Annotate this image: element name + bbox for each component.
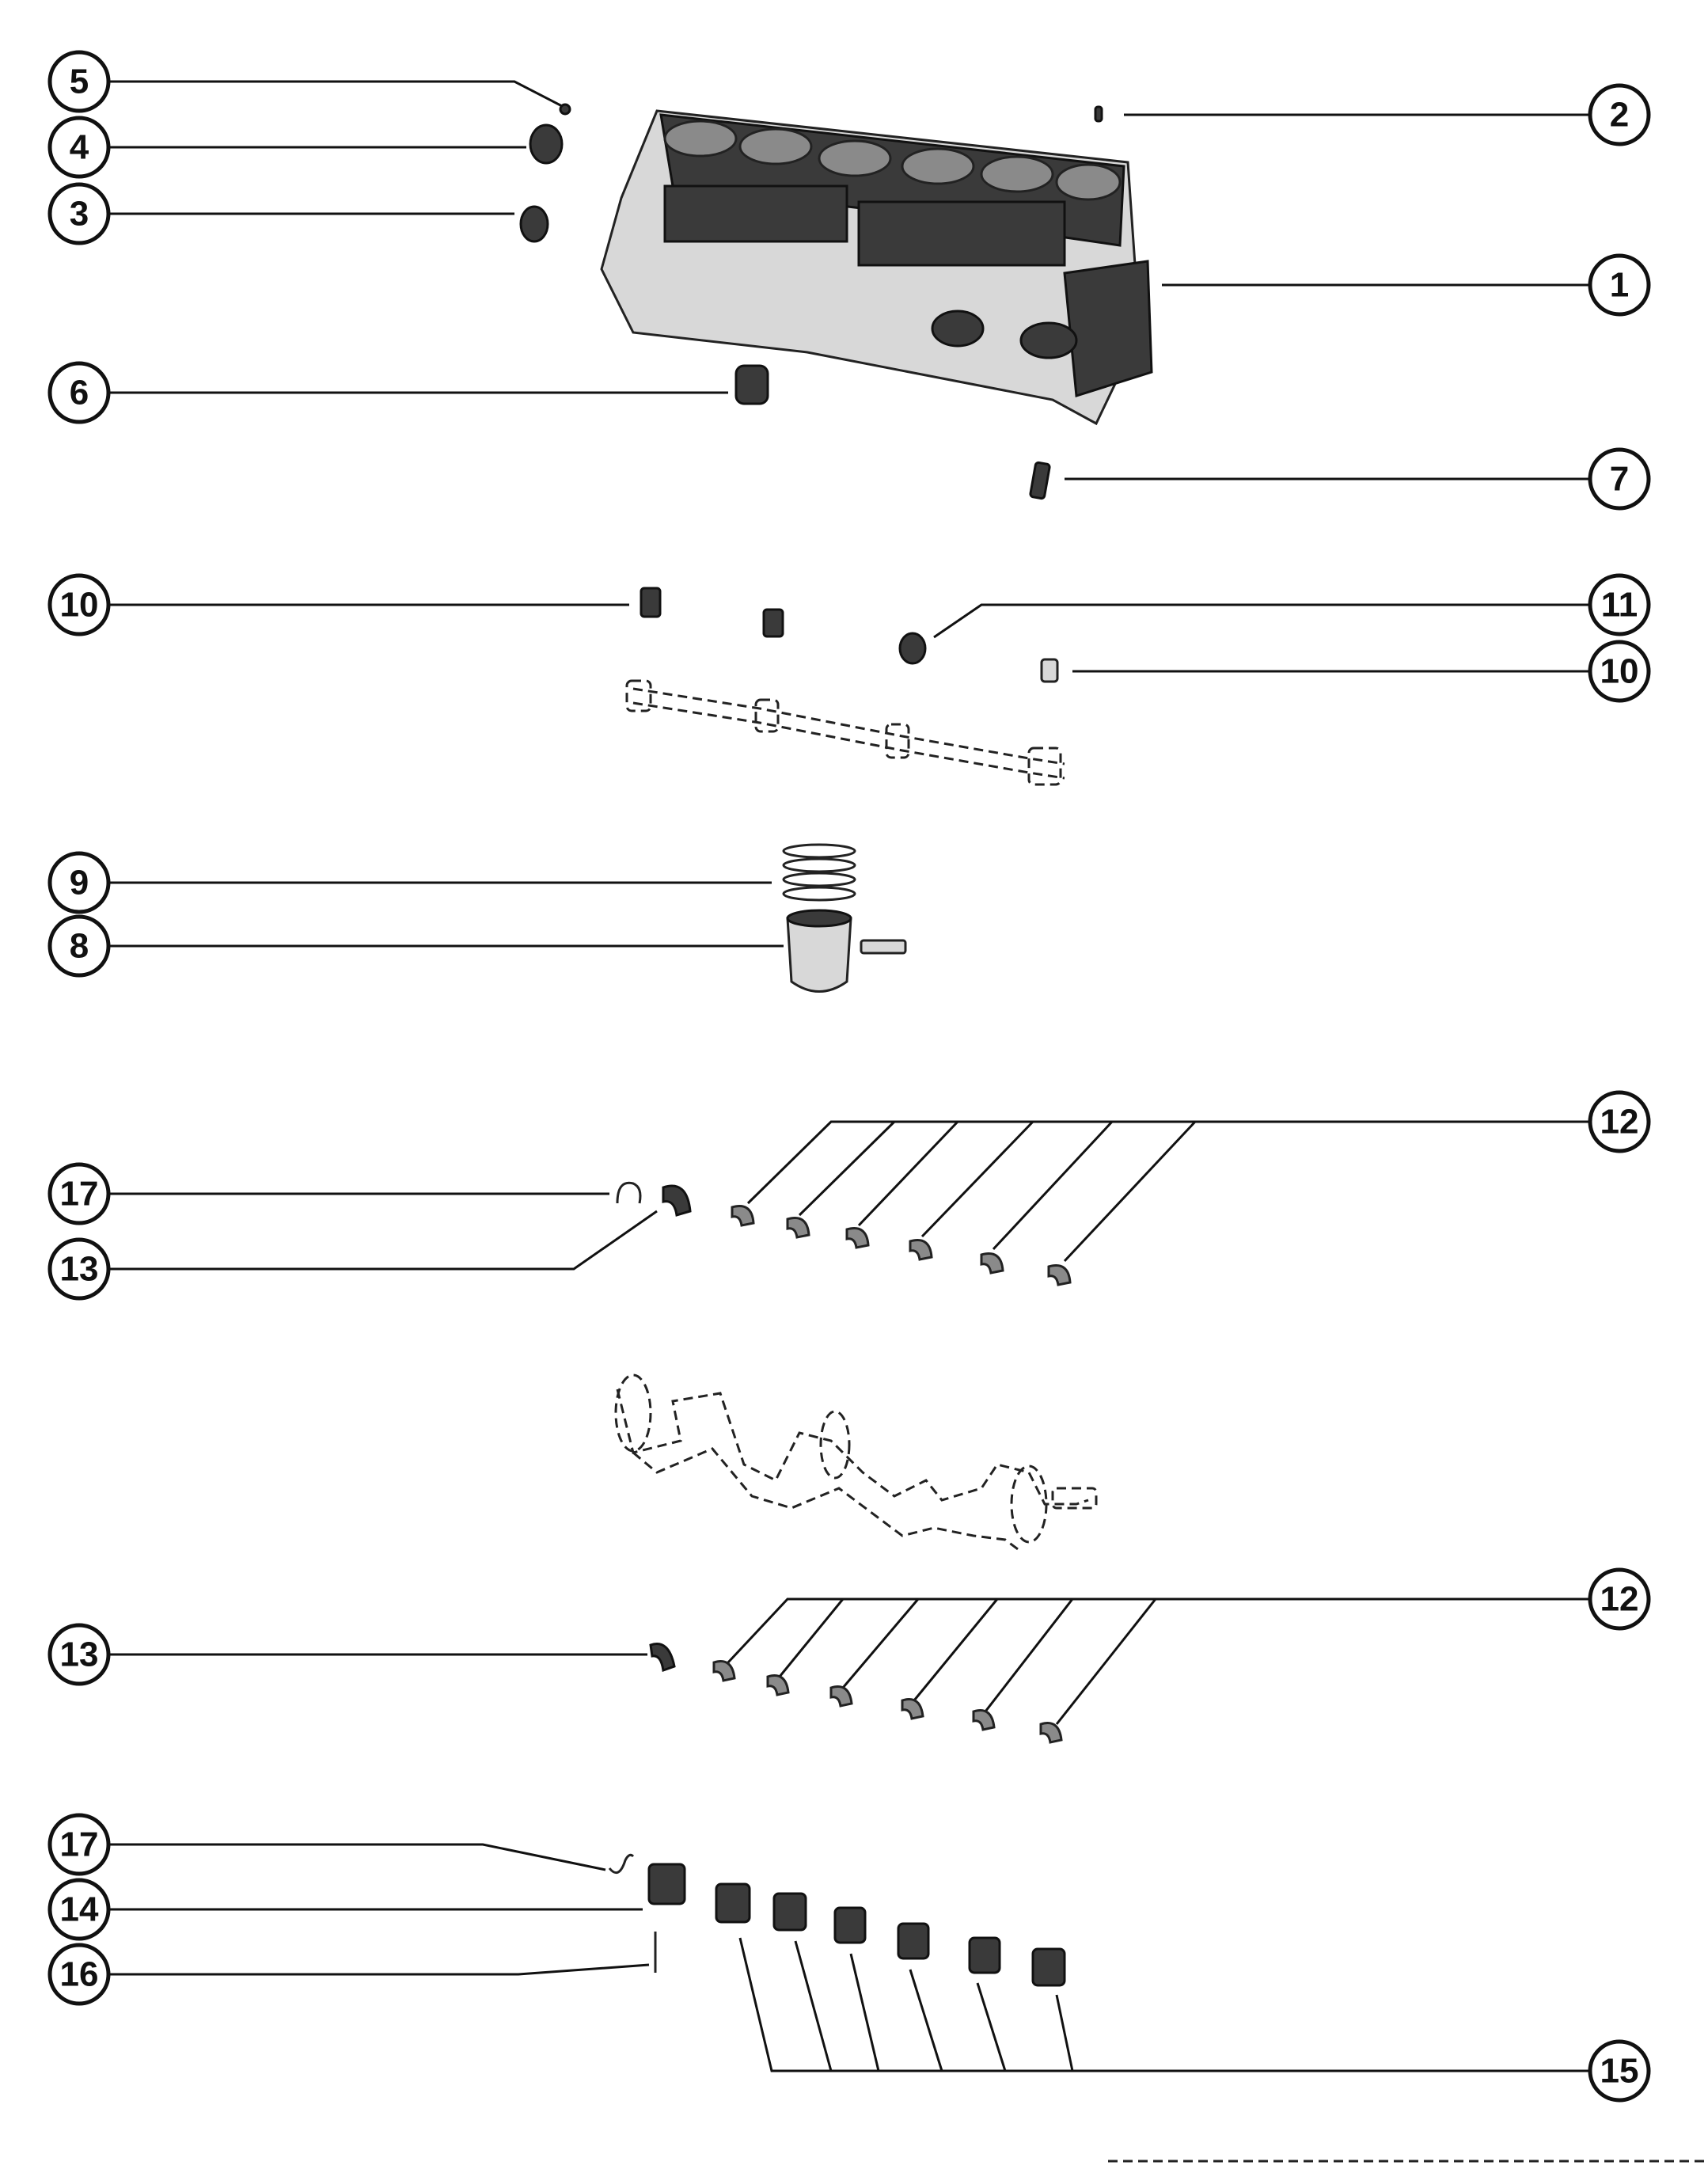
callout-9: 9	[47, 851, 111, 914]
callout-16: 16	[47, 1943, 111, 2006]
callout-14: 14	[47, 1878, 111, 1941]
callout-label-10-right: 10	[1600, 652, 1639, 691]
leader-15-2	[794, 1940, 833, 2072]
callout-10-left: 10	[47, 573, 111, 636]
leader-12a	[746, 1120, 1589, 1205]
piston-rings-illustration	[782, 843, 856, 902]
leader-15-4	[909, 1969, 943, 2072]
leader-12b-2	[778, 1598, 845, 1677]
callout-label-9: 9	[70, 864, 89, 902]
callout-7: 7	[1588, 447, 1651, 511]
callout-label-13-upper: 13	[60, 1250, 99, 1289]
dowel-pin-illustration	[1094, 105, 1103, 123]
callout-label-5: 5	[70, 63, 89, 101]
callout-label-17-upper: 17	[60, 1175, 99, 1214]
leader-12a-2	[798, 1120, 896, 1217]
camshaft-illustration	[625, 679, 1065, 786]
callout-17-upper: 17	[47, 1162, 111, 1225]
expansion-plug-illustration	[519, 205, 549, 243]
leader-15	[738, 1937, 1589, 2072]
clip-lower-illustration	[608, 1853, 635, 1875]
callout-12-lower: 12	[1588, 1567, 1651, 1631]
callout-15: 15	[1588, 2039, 1651, 2103]
piston-illustration	[786, 909, 907, 993]
fitting-illustration	[734, 364, 769, 405]
callout-3: 3	[47, 182, 111, 245]
callout-label-12-upper: 12	[1600, 1103, 1639, 1142]
callout-label-13-lower: 13	[60, 1635, 99, 1674]
leader-17b	[109, 1843, 606, 1871]
leader-12a-5	[992, 1120, 1114, 1251]
upper-main-bearings-illustration	[662, 1184, 1072, 1286]
callout-label-1: 1	[1610, 266, 1629, 305]
leader-15-6	[1055, 1994, 1074, 2072]
callout-label-14: 14	[60, 1890, 99, 1929]
leader-5	[109, 80, 564, 108]
cylinder-block-illustration	[600, 109, 1153, 426]
callout-label-8: 8	[70, 927, 89, 966]
crankshaft-illustration	[614, 1373, 1098, 1553]
leader-11	[933, 603, 1589, 639]
leader-12b-5	[984, 1598, 1074, 1712]
leader-15-5	[976, 1982, 1007, 2072]
callout-8: 8	[47, 914, 111, 978]
callout-label-15: 15	[1600, 2052, 1639, 2091]
callout-12-upper: 12	[1588, 1090, 1651, 1153]
leader-lines	[109, 80, 1589, 2072]
leader-12a-6	[1063, 1120, 1197, 1263]
lower-main-bearings-illustration	[649, 1643, 1063, 1744]
callout-label-4: 4	[70, 128, 89, 167]
callout-5: 5	[47, 50, 111, 113]
callout-1: 1	[1588, 253, 1651, 317]
callout-10-right: 10	[1588, 640, 1651, 703]
callout-label-2: 2	[1610, 96, 1629, 135]
leader-13a	[109, 1210, 658, 1271]
leader-12a-4	[920, 1120, 1034, 1238]
leader-12b-4	[913, 1598, 999, 1701]
main-bearing-caps-illustration	[647, 1863, 1066, 1987]
callout-label-16: 16	[60, 1955, 99, 1994]
leader-16	[109, 1963, 650, 1976]
callout-13-lower: 13	[47, 1623, 111, 1686]
callout-2: 2	[1588, 83, 1651, 146]
leader-15-3	[849, 1953, 880, 2072]
callout-label-12-lower: 12	[1600, 1580, 1639, 1619]
callout-13-upper: 13	[47, 1237, 111, 1301]
expansion-plug-large-illustration	[529, 123, 564, 165]
callout-11: 11	[1588, 573, 1651, 636]
clip-upper-illustration	[616, 1181, 642, 1204]
callout-label-3: 3	[70, 195, 89, 234]
leader-12b	[727, 1597, 1589, 1664]
callout-label-11: 11	[1601, 586, 1638, 625]
callout-4: 4	[47, 116, 111, 179]
callout-label-17-lower: 17	[60, 1825, 99, 1864]
stud-illustration	[1029, 461, 1051, 500]
leader-12a-3	[857, 1120, 959, 1227]
callout-6: 6	[47, 361, 111, 424]
camshaft-bearings-illustration	[640, 587, 1059, 683]
leader-12b-3	[841, 1598, 920, 1689]
leader-12b-6	[1055, 1598, 1157, 1725]
callout-17-lower: 17	[47, 1813, 111, 1876]
callout-label-7: 7	[1610, 460, 1629, 499]
callout-label-6: 6	[70, 374, 89, 412]
pipe-plug-illustration	[559, 103, 571, 116]
callout-label-10-left: 10	[60, 586, 99, 625]
